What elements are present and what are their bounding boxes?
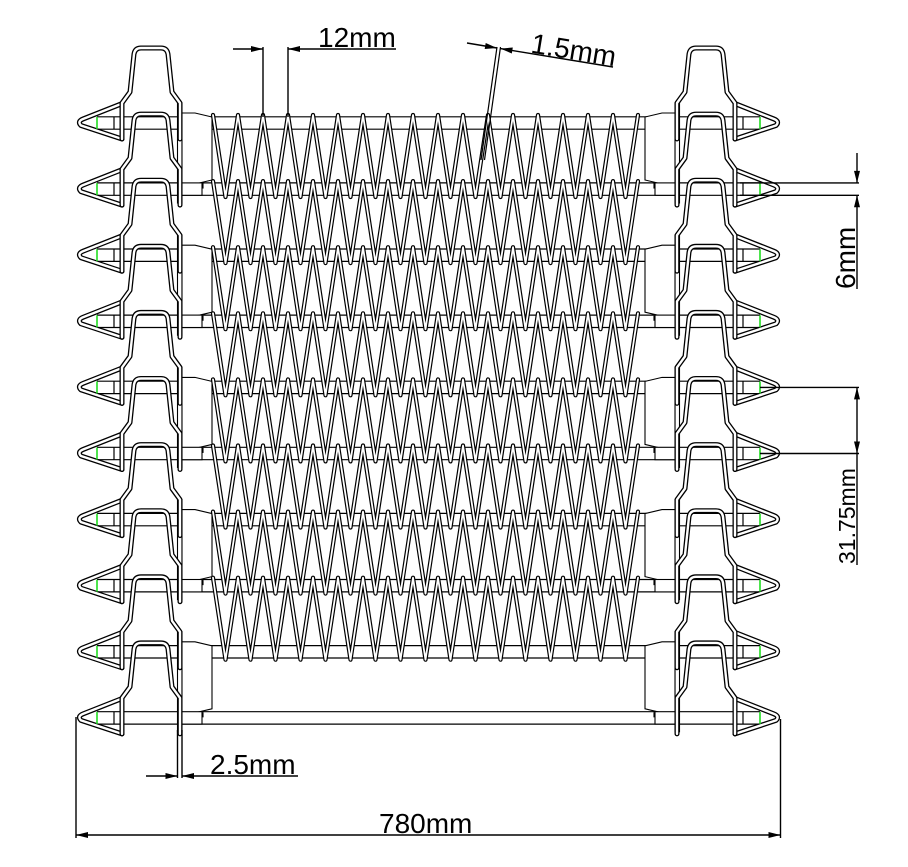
- dimension-rod-diameter: 6mm: [740, 153, 861, 289]
- insulators-left: [79, 48, 180, 734]
- end-block: [176, 234, 213, 336]
- dimension-label: 2.5mm: [210, 749, 296, 780]
- dimension-plate-thickness: 2.5mm: [146, 730, 298, 780]
- insulator-clip: [79, 48, 180, 139]
- arrow-icon: [251, 46, 263, 52]
- dimension-label: 12mm: [318, 22, 396, 53]
- dimension-label: 31.75mm: [834, 468, 860, 564]
- dimension-label: 1.5mm: [529, 28, 618, 72]
- dimension-overall-length: 780mm: [75, 717, 782, 839]
- dimension-coil-pitch: 12mm: [233, 22, 396, 117]
- arrow-icon: [854, 441, 860, 454]
- end-blocks-right: [644, 102, 681, 733]
- end-block: [176, 499, 213, 601]
- end-block: [176, 102, 213, 204]
- arrow-icon: [182, 773, 194, 779]
- end-block: [176, 631, 213, 733]
- end-block: [644, 631, 681, 733]
- end-block: [644, 234, 681, 336]
- arrow-icon: [288, 46, 300, 52]
- end-block: [176, 366, 213, 468]
- end-blocks-left: [176, 102, 213, 733]
- insulators-right: [677, 48, 778, 734]
- arrow-icon: [854, 170, 860, 183]
- arrow-icon: [768, 832, 781, 838]
- dimension-rod-spacing: 31.75mm: [760, 386, 860, 565]
- coil-section: [213, 115, 638, 197]
- arrow-icon: [500, 47, 513, 54]
- dimension-label: 6mm: [830, 227, 861, 289]
- end-block: [644, 499, 681, 601]
- end-block: [644, 366, 681, 468]
- arrow-icon: [854, 387, 860, 400]
- resistance-coils: [213, 115, 638, 660]
- arrow-icon: [76, 832, 88, 838]
- dimension-label: 780mm: [379, 808, 472, 839]
- insulator-clip: [677, 48, 778, 139]
- arrow-icon: [484, 43, 497, 49]
- end-block: [644, 102, 681, 204]
- arrow-icon: [165, 773, 178, 779]
- arrow-icon: [854, 195, 860, 208]
